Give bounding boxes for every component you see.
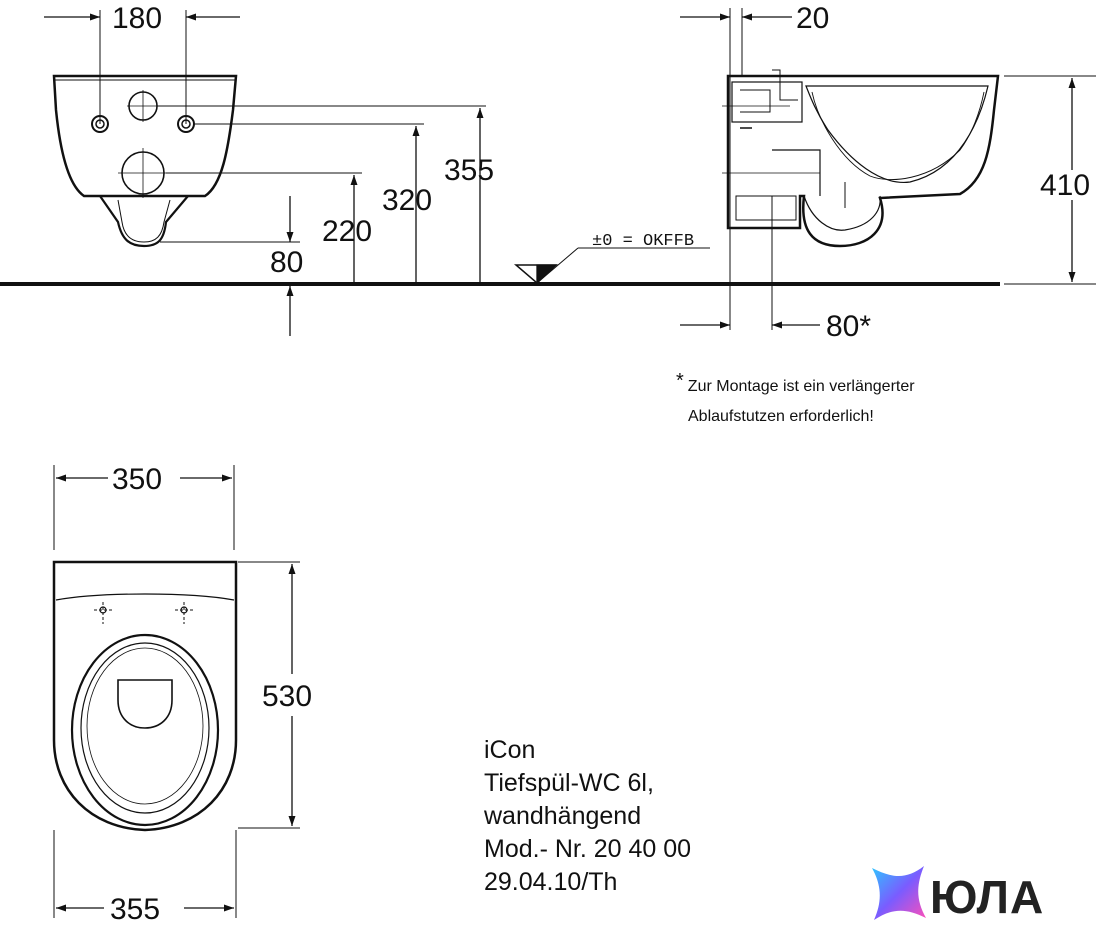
product-name: iCon xyxy=(484,736,536,764)
star-logo-icon xyxy=(872,866,926,920)
dim-plan-width-top: 350 xyxy=(112,463,162,496)
product-mounting: wandhängend xyxy=(484,802,642,830)
dim-top-width: 180 xyxy=(112,2,162,35)
dim-plan-width-bottom: 355 xyxy=(110,893,160,926)
dim-wall-offset: 20 xyxy=(796,2,829,35)
footnote-marker: * xyxy=(676,370,684,392)
product-title-block: iCon Tiefspül-WC 6l, wandhängend Mod.- N… xyxy=(484,734,691,899)
footnote-line-1: Zur Montage ist ein verlängerter xyxy=(687,378,915,395)
footnote-line-2: Ablaufstutzen erforderlich! xyxy=(688,408,874,425)
footnote: *Zur Montage ist ein verlängerter Ablauf… xyxy=(676,370,915,432)
dim-plan-depth: 530 xyxy=(262,680,312,713)
dim-height-220: 220 xyxy=(322,215,372,248)
product-type: Tiefspül-WC 6l, xyxy=(484,769,654,797)
dim-height-410: 410 xyxy=(1040,169,1090,202)
floor-reference-label: ±0 = OKFFB xyxy=(592,232,694,251)
dim-height-320: 320 xyxy=(382,184,432,217)
dim-height-80: 80 xyxy=(270,246,303,279)
plan-view xyxy=(52,465,300,918)
dim-projection-80: 80* xyxy=(826,310,871,343)
side-view xyxy=(680,8,1096,330)
brand-logo-text: ЮЛА xyxy=(930,871,1045,923)
drawing-date: 29.04.10/Th xyxy=(484,868,618,896)
front-view xyxy=(0,10,1000,336)
brand-logo: ЮЛА xyxy=(868,864,1100,926)
dim-height-355: 355 xyxy=(444,154,494,187)
product-model: Mod.- Nr. 20 40 00 xyxy=(484,835,692,863)
